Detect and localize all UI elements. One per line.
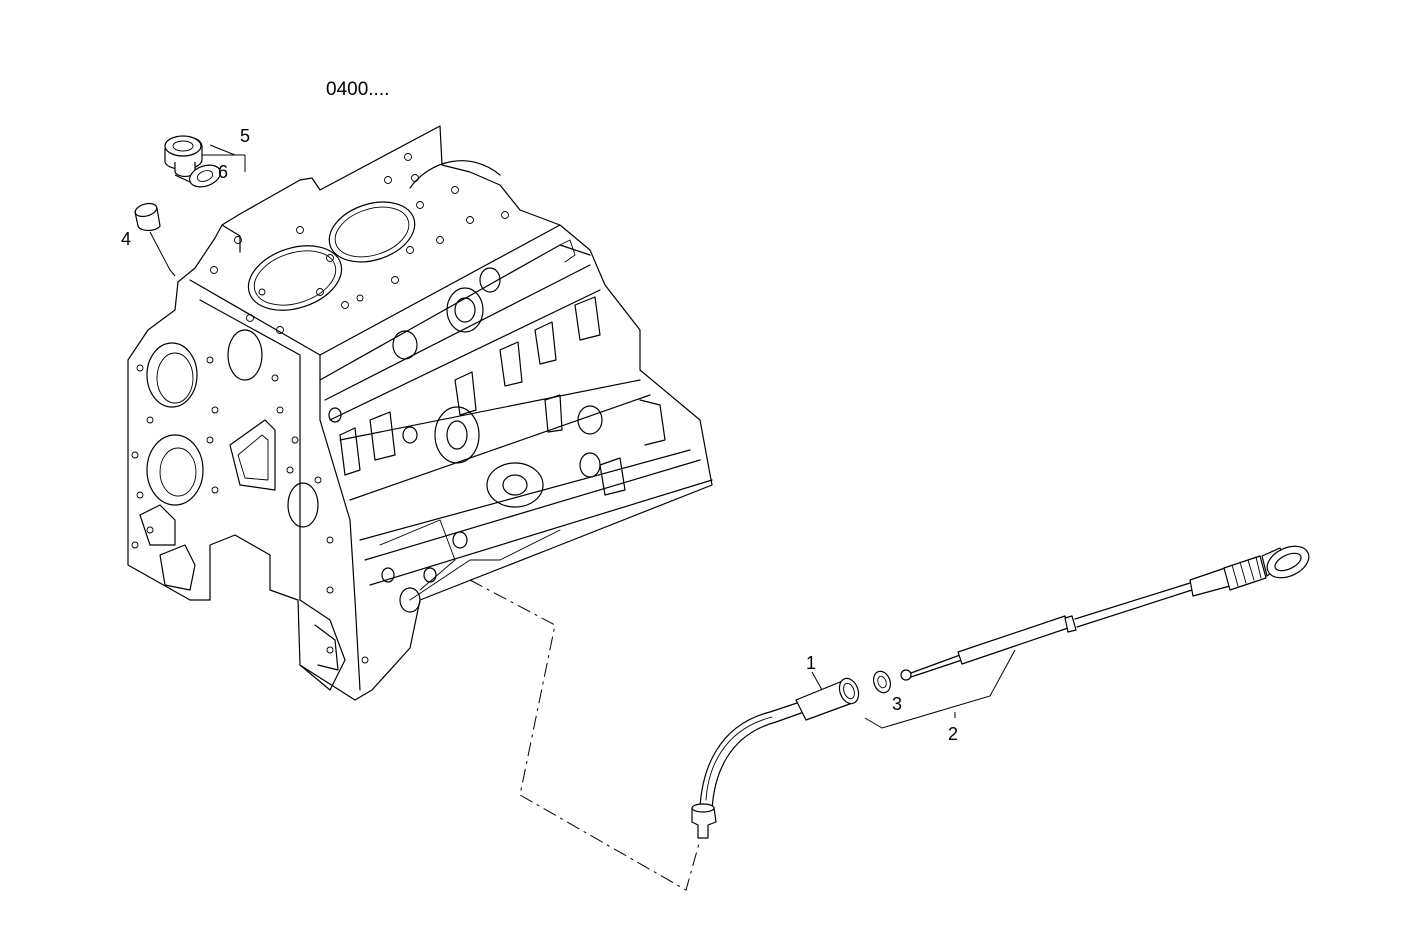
plug-part-5 — [164, 135, 203, 178]
callout-3: 3 — [892, 694, 902, 714]
callout-5: 5 — [240, 126, 250, 146]
dipstick-part-2 — [900, 545, 1310, 681]
callout-1: 1 — [806, 653, 816, 673]
callout-6: 6 — [218, 162, 228, 182]
assembly-line — [469, 579, 701, 891]
reference-code: 0400.... — [326, 79, 389, 100]
callout-2: 2 — [948, 724, 958, 744]
leader-1 — [811, 671, 823, 691]
cap-part-4 — [134, 202, 161, 232]
callout-4: 4 — [121, 229, 131, 249]
leader-6 — [174, 174, 191, 183]
leader-4 — [149, 231, 176, 277]
engine-block — [127, 125, 713, 701]
dipstick-tube-part-1 — [691, 677, 860, 839]
leader-2 — [864, 649, 1016, 729]
o-ring-part-3 — [872, 670, 892, 694]
